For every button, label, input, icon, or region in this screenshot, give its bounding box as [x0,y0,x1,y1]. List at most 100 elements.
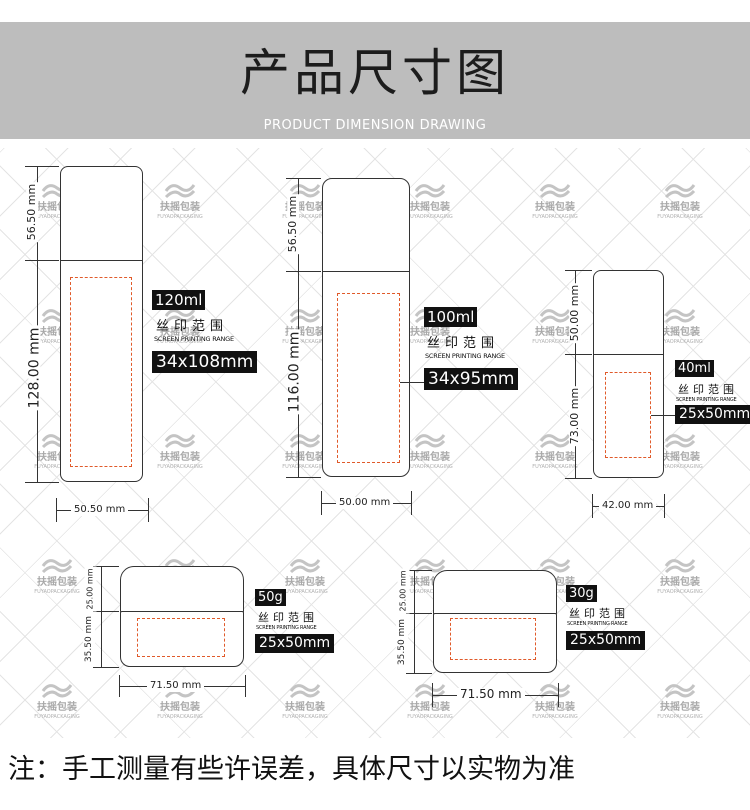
jar-lid [120,566,244,613]
brand-logo-icon [41,684,73,699]
brand-logo-icon [164,184,196,199]
screen-printing-cn: 丝印范围 [156,319,229,334]
watermark-brand-en: FUYAOPACKAGING [157,464,203,470]
brand-logo-icon [664,309,696,324]
watermark-brand-en: FUYAOPACKAGING [407,214,453,220]
screen-printing-cn: 丝印范围 [427,336,500,351]
watermark-brand-en: FUYAOPACKAGING [34,464,80,470]
watermark-brand-en: FUYAOPACKAGING [407,589,453,595]
brand-logo-icon [539,559,571,574]
print-size-badge: 34x108mm [152,351,258,373]
watermark-brand-cn: 扶摇包装 [535,452,575,463]
brand-logo-icon [164,309,196,324]
brand-logo-icon [414,184,446,199]
watermark-brand-cn: 扶摇包装 [37,702,77,713]
watermark-brand-en: FUYAOPACKAGING [282,714,328,720]
watermark-brand-en: FUYAOPACKAGING [282,464,328,470]
watermark-brand-en: FUYAOPACKAGING [282,214,328,220]
print-size-badge: 25x50mm [566,631,646,650]
watermark-brand-en: FUYAOPACKAGING [407,339,453,345]
print-area [137,618,225,657]
brand-logo-icon [664,434,696,449]
print-size-badge: 25x50mm [255,634,335,653]
watermark-brand-cn: 扶摇包装 [660,202,700,213]
screen-printing-en: SCREEN PRINTING RANGE [676,397,737,403]
capacity-badge: 30g [566,585,597,602]
cap-height-label: 25.00 mm [397,568,410,614]
watermark-brand-en: FUYAOPACKAGING [282,339,328,345]
height-dimension-line [414,570,415,673]
watermark-brand-cn: 扶摇包装 [660,702,700,713]
watermark-brand-cn: 扶摇包装 [410,452,450,463]
screen-printing-cn: 丝印范围 [678,383,738,396]
watermark-brand-cn: 扶摇包装 [160,327,200,338]
print-area [605,372,651,458]
bottle-cap [322,178,410,273]
watermark-brand-cn: 扶摇包装 [535,327,575,338]
height-dimension-line [101,566,102,667]
watermark-brand-en: FUYAOPACKAGING [657,214,703,220]
watermark-brand-cn: 扶摇包装 [37,202,77,213]
body-height-label: 35.50 mm [83,613,96,665]
body-height-label: 128.00 mm [26,325,43,411]
header-banner: 产品尺寸图 PRODUCT DIMENSION DRAWING [0,22,750,154]
watermark-brand-cn: 扶摇包装 [37,327,77,338]
bottle-body [322,271,410,477]
watermark-brand-cn: 扶摇包装 [410,327,450,338]
watermark-brand-en: FUYAOPACKAGING [282,589,328,595]
capacity-badge: 40ml [675,360,714,377]
brand-logo-icon [414,684,446,699]
brand-logo-icon [664,184,696,199]
height-dimension-line [575,270,576,478]
watermark-brand-cn: 扶摇包装 [285,577,325,588]
screen-printing-en: SCREEN PRINTING RANGE [567,621,628,627]
watermark-brand-cn: 扶摇包装 [285,452,325,463]
screen-printing-cn: 丝印范围 [258,611,318,624]
capacity-badge: 100ml [424,307,478,327]
body-height-label: 73.00 mm [568,385,582,447]
brand-logo-icon [539,184,571,199]
watermark-brand-cn: 扶摇包装 [660,452,700,463]
watermark-brand-cn: 扶摇包装 [660,577,700,588]
watermark-brand-en: FUYAOPACKAGING [157,714,203,720]
brand-logo-icon [289,184,321,199]
watermark-brand-en: FUYAOPACKAGING [657,339,703,345]
width-label: 71.50 mm [147,680,205,692]
jar-body [120,611,244,667]
print-area [450,618,536,660]
watermark-brand-en: FUYAOPACKAGING [157,339,203,345]
watermark-brand-cn: 扶摇包装 [160,702,200,713]
capacity-badge: 120ml [152,290,206,310]
brand-logo-icon [164,434,196,449]
watermark-brand-cn: 扶摇包装 [410,577,450,588]
print-area [337,293,400,463]
watermark-brand-en: FUYAOPACKAGING [657,714,703,720]
brand-logo-icon [414,559,446,574]
brand-logo-icon [414,434,446,449]
watermark-brand-cn: 扶摇包装 [37,577,77,588]
cap-height-label: 25.00 mm [84,566,97,612]
body-height-label: 35.50 mm [396,616,409,668]
watermark-brand-en: FUYAOPACKAGING [34,714,80,720]
watermark-brand-cn: 扶摇包装 [160,452,200,463]
screen-printing-en: SCREEN PRINTING RANGE [425,352,505,360]
watermark-brand-cn: 扶摇包装 [37,452,77,463]
page-title: 产品尺寸图 [240,44,510,102]
